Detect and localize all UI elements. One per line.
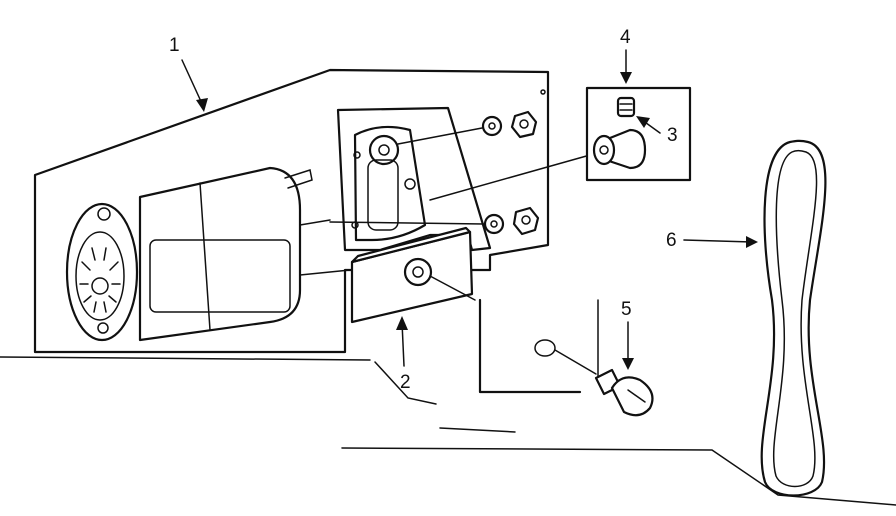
nuts-and-washers	[329, 89, 591, 236]
mounting-panel-outline	[33, 68, 550, 354]
base-line	[0, 356, 371, 361]
leader-lines	[181, 49, 758, 370]
callout-3: 3	[667, 125, 678, 146]
pulley-kit	[585, 86, 692, 182]
drive-belt	[760, 139, 827, 497]
mounting-block	[478, 298, 654, 417]
base-line	[439, 427, 516, 433]
callout-4: 4	[620, 27, 631, 48]
motor	[65, 166, 351, 342]
callout-1: 1	[169, 35, 180, 56]
base-line	[341, 447, 896, 506]
callout-5: 5	[621, 299, 632, 320]
callout-6: 6	[666, 230, 677, 251]
thumb-screw	[594, 368, 654, 417]
base-line	[374, 361, 437, 405]
bracket-assembly	[336, 106, 492, 324]
callout-2: 2	[400, 372, 411, 393]
